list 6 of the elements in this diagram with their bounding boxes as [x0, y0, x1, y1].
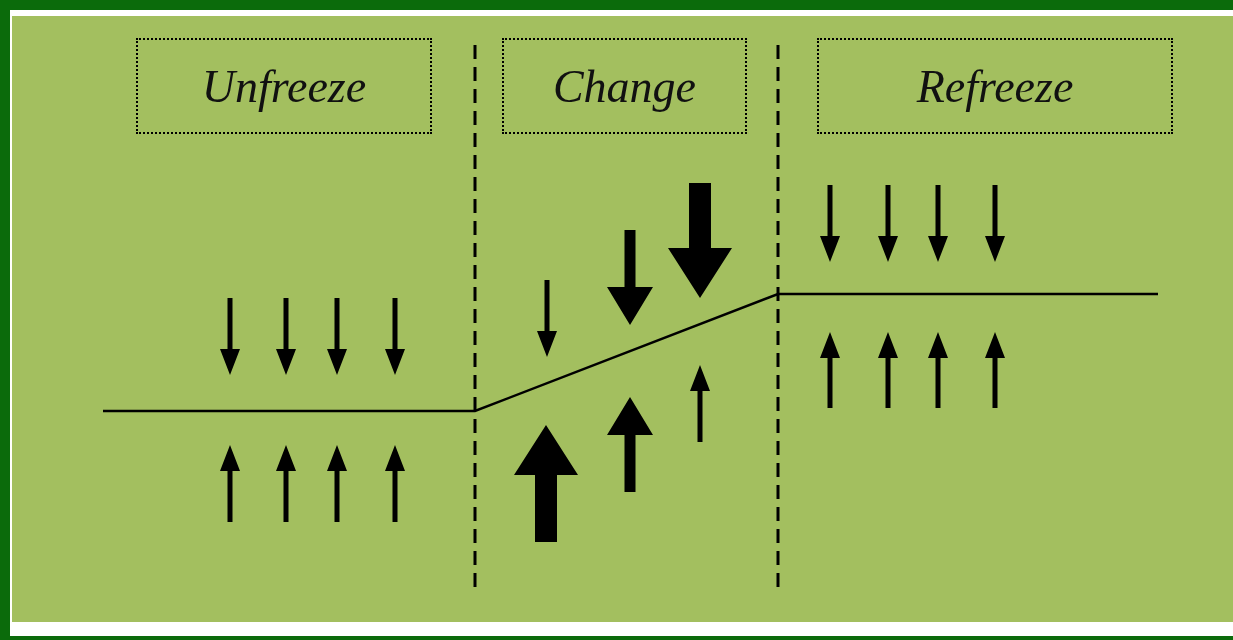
stage-box	[136, 38, 432, 134]
stage-title: Refreeze	[916, 59, 1074, 113]
stage-title: Unfreeze	[201, 59, 367, 113]
stage-box	[502, 38, 747, 134]
stage-box	[817, 38, 1173, 134]
stage-title: Change	[552, 59, 697, 113]
